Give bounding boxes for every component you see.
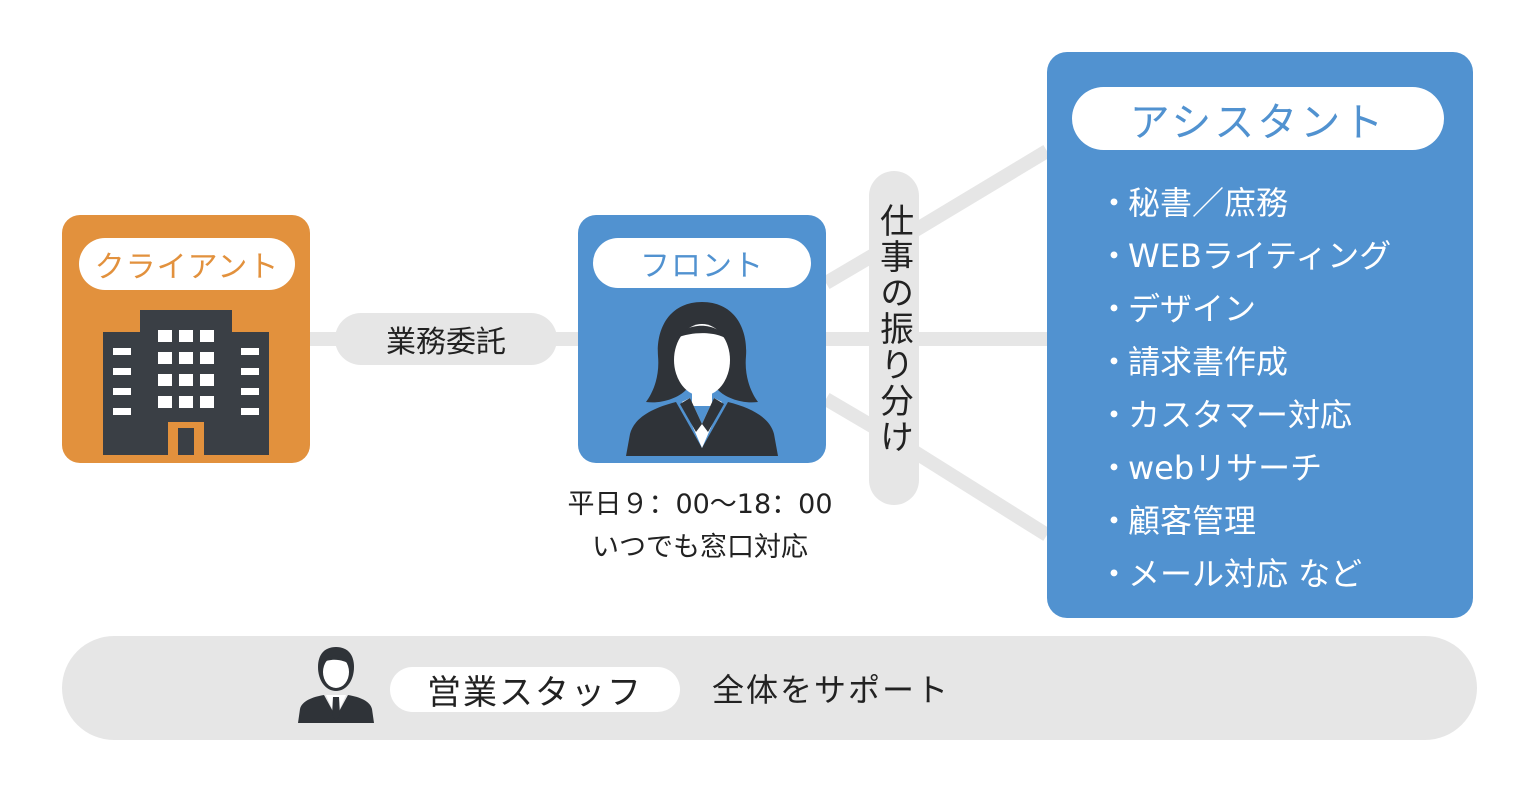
distribution-assistant-connector-bottom	[890, 433, 1051, 541]
task-label: webリサーチ	[1128, 449, 1323, 487]
task-label: WEBライティング	[1128, 237, 1392, 275]
building-icon	[103, 310, 269, 455]
front-label: フロント	[593, 238, 811, 288]
task-bullet: ・	[1098, 502, 1131, 540]
task-item: ・webリサーチ	[1098, 445, 1458, 498]
businesswoman-icon	[626, 302, 778, 456]
task-label: 顧客管理	[1128, 502, 1257, 540]
assistant-task-list: ・秘書／庶務 ・WEBライティング ・デザイン ・請求書作成 ・カスタマー対応 …	[1098, 180, 1458, 604]
client-label: クライアント	[79, 238, 295, 290]
distribution-label: 仕事の振り分け	[873, 203, 914, 455]
task-bullet: ・	[1098, 555, 1131, 593]
task-bullet: ・	[1098, 237, 1131, 275]
task-label: カスタマー対応	[1128, 396, 1353, 434]
front-note: いつでも窓口対応	[592, 532, 808, 563]
assistant-label: アシスタント	[1072, 87, 1444, 150]
task-bullet: ・	[1098, 184, 1131, 222]
sales-description: 全体をサポート	[712, 671, 951, 709]
task-bullet: ・	[1098, 396, 1131, 434]
distribution-assistant-connector-top	[890, 145, 1051, 249]
task-item: ・メール対応 など	[1098, 551, 1458, 604]
businessman-icon	[298, 647, 374, 723]
sales-support-bar	[62, 636, 1477, 740]
distribution-pill	[869, 171, 919, 505]
task-label: メール対応 など	[1128, 555, 1363, 593]
task-bullet: ・	[1098, 290, 1131, 328]
task-item: ・請求書作成	[1098, 339, 1458, 392]
task-item: ・デザイン	[1098, 286, 1458, 339]
task-item: ・WEBライティング	[1098, 233, 1458, 286]
contract-label: 業務委託	[335, 313, 557, 365]
task-item: ・秘書／庶務	[1098, 180, 1458, 233]
task-label: 請求書作成	[1128, 343, 1289, 381]
task-label: デザイン	[1128, 290, 1257, 328]
front-hours: 平日９：00〜18：00	[567, 489, 833, 520]
task-label: 秘書／庶務	[1128, 184, 1289, 222]
task-item: ・カスタマー対応	[1098, 392, 1458, 445]
task-bullet: ・	[1098, 449, 1131, 487]
sales-staff-label: 営業スタッフ	[390, 667, 680, 713]
task-item: ・顧客管理	[1098, 498, 1458, 551]
task-bullet: ・	[1098, 343, 1131, 381]
